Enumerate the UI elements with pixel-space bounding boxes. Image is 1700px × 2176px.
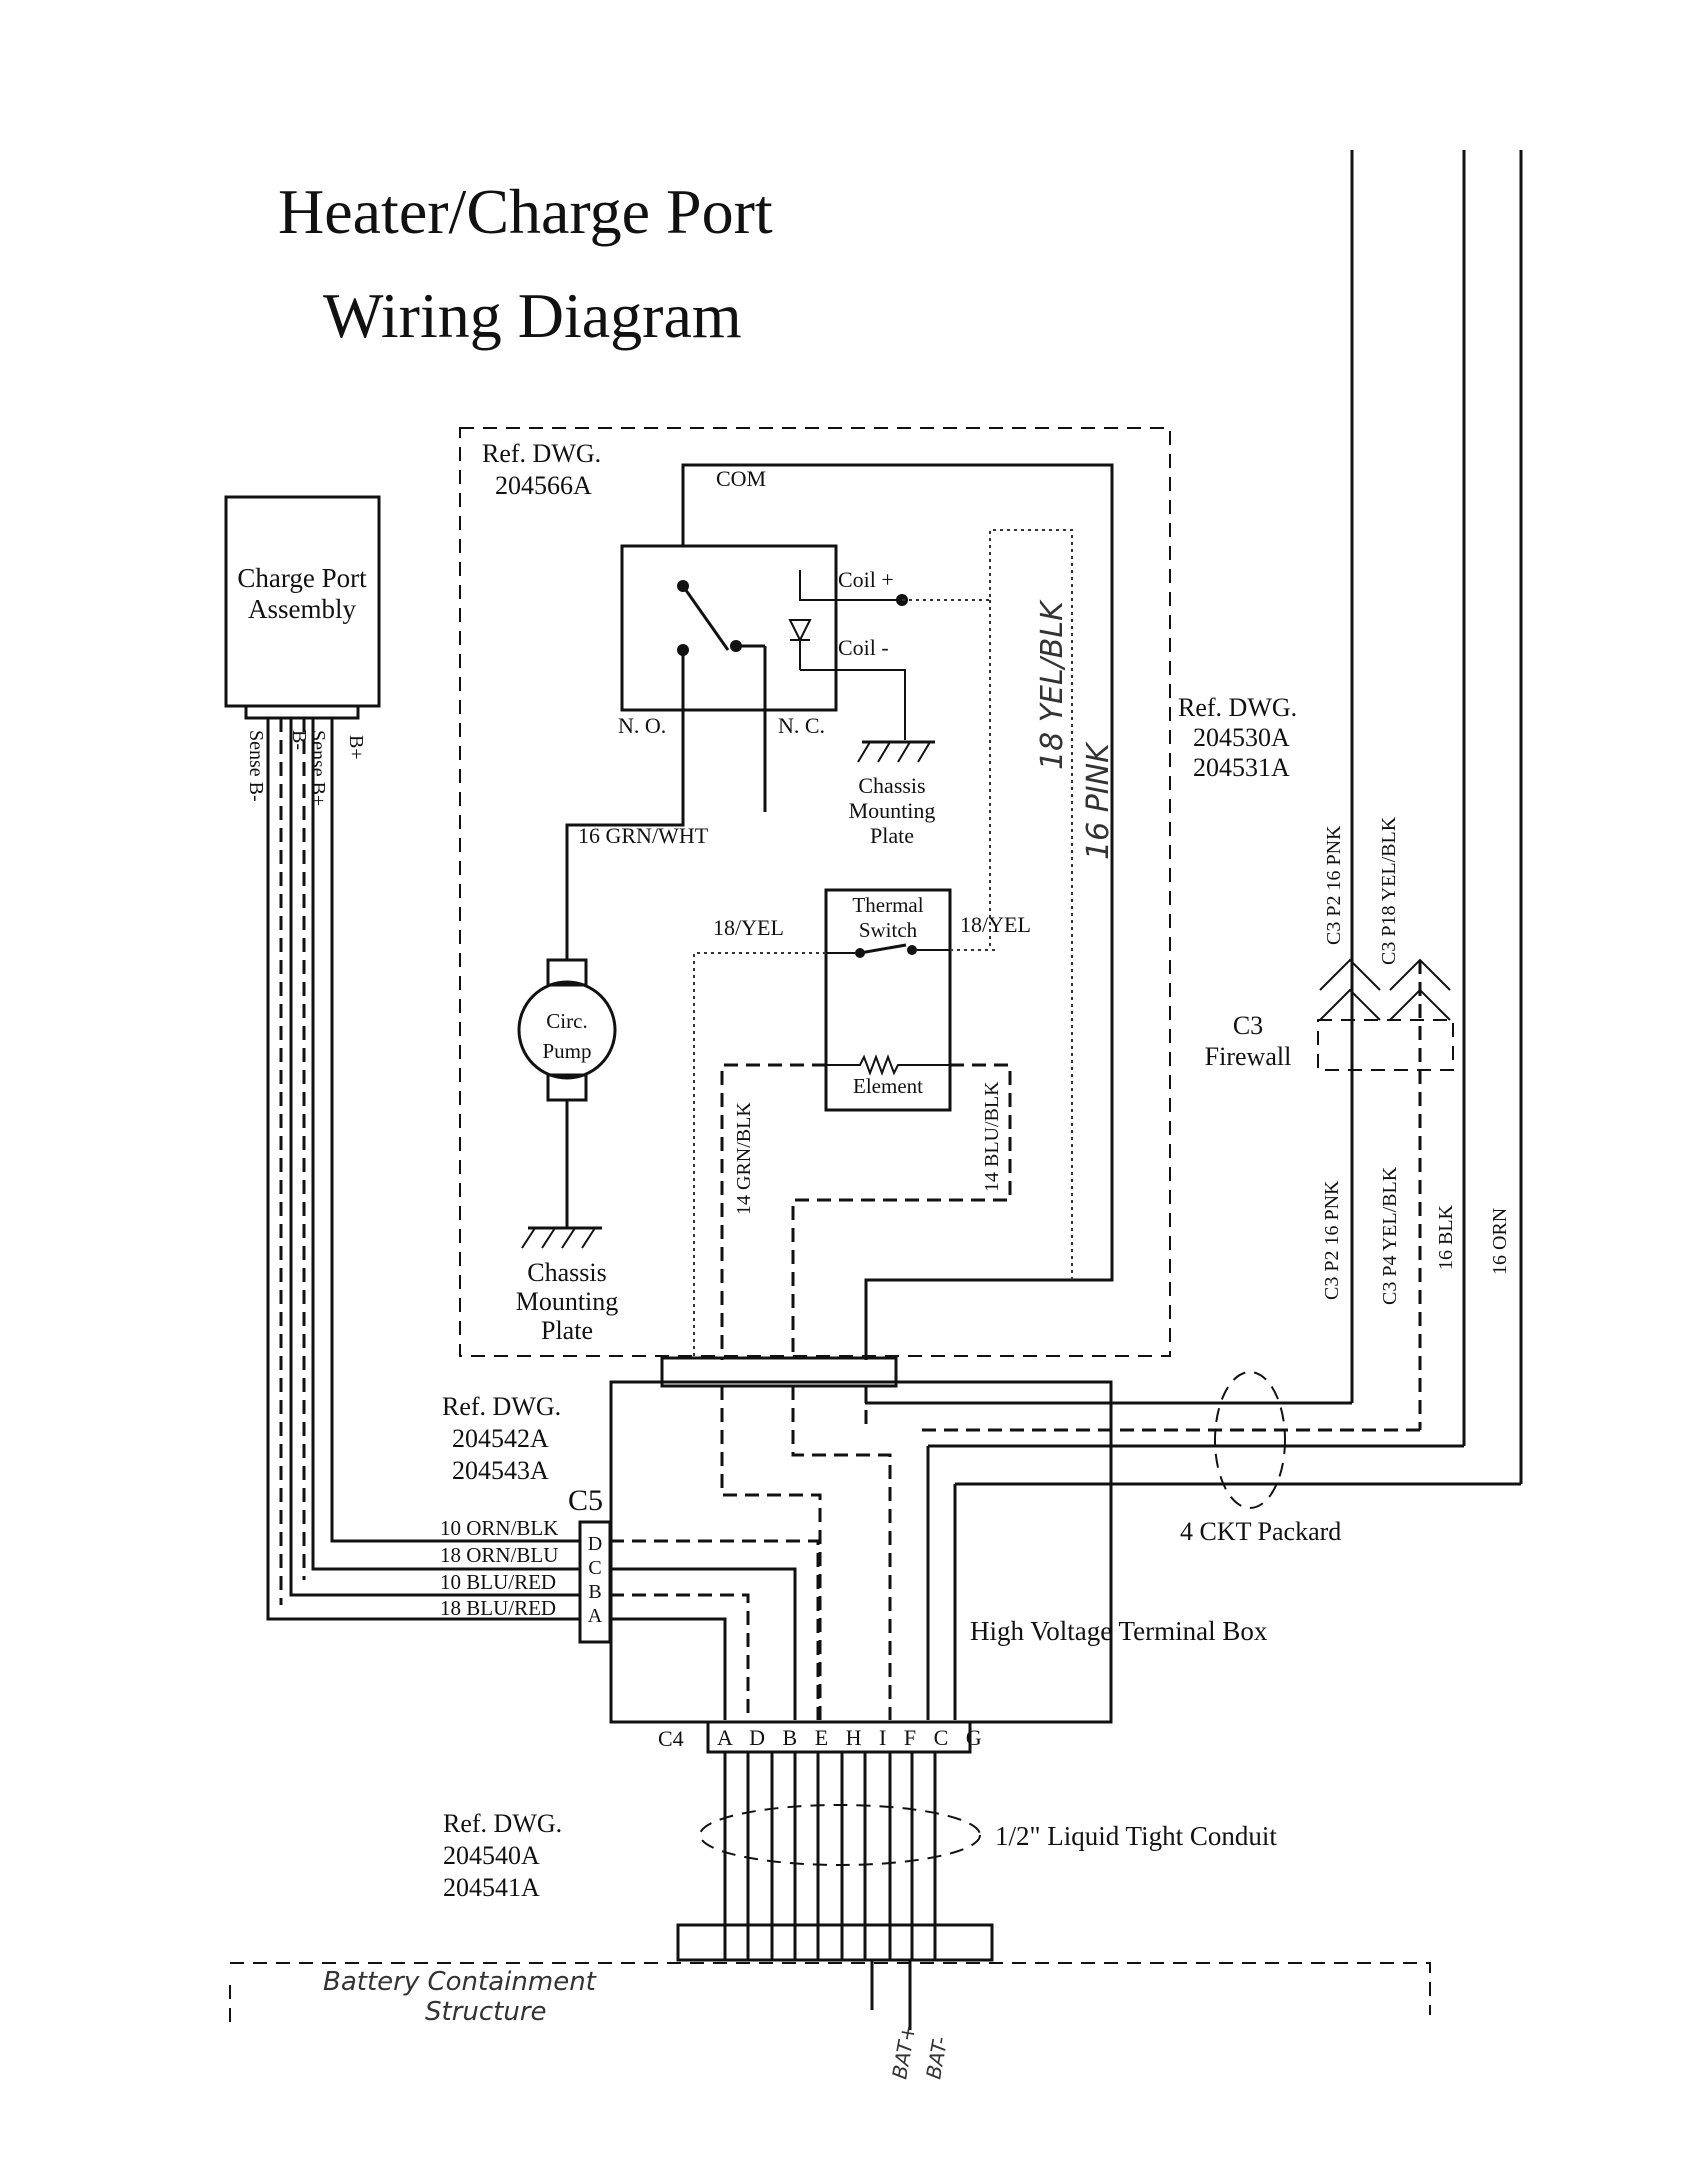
pin-label-sense-b-minus: Sense B-	[245, 730, 267, 802]
charge-port-label-2: Assembly	[248, 594, 357, 624]
chassis-ground-1: Chassis Mounting Plate	[849, 740, 936, 848]
hand-pink-label: 16 PINK	[1081, 741, 1116, 860]
ref-right-line-3: 204531A	[1193, 753, 1290, 782]
packard-connector	[1214, 1371, 1286, 1509]
hv-box-label: High Voltage Terminal Box	[970, 1616, 1268, 1646]
c5-label: C5	[568, 1484, 603, 1517]
c3-firewall-line-2: Firewall	[1205, 1042, 1292, 1071]
battery-hand-line-1: Battery Containment	[323, 1967, 597, 1997]
charge-port-wires	[266, 718, 580, 1621]
hand-yel-blk-label: 18 YEL/BLK	[1035, 599, 1070, 770]
c4-pins: A D B E H I F C G	[717, 1725, 988, 1750]
conduit-wires	[723, 1752, 937, 2030]
chassis-2-line-3: Plate	[541, 1316, 593, 1345]
chassis-2-line-1: Chassis	[527, 1258, 606, 1287]
grn-blk-label: 14 GRN/BLK	[733, 1102, 755, 1215]
c3-firewall-line-1: C3	[1233, 1011, 1263, 1040]
c3-lower-pnk-label: C3 P2 16 PNK	[1321, 1180, 1343, 1300]
chassis-ground-2: Chassis Mounting Plate	[516, 1226, 619, 1345]
yel-left-label: 18/YEL	[713, 915, 784, 940]
ref-hv-line-3: 204543A	[452, 1456, 549, 1485]
packard-label: 4 CKT Packard	[1180, 1517, 1341, 1546]
c3-lower-blk-label: 16 BLK	[1435, 1204, 1457, 1270]
yel-left-wire	[693, 952, 826, 1360]
relay-reference-boundary	[459, 427, 1171, 1357]
ref-relay-line-1: Ref. DWG.	[482, 439, 601, 468]
battery-boundary	[230, 1962, 1431, 2015]
thermal-label-2: Switch	[859, 918, 918, 942]
c3-firewall-connector	[1317, 1019, 1454, 1071]
chassis-1-line-1: Chassis	[858, 773, 925, 798]
thermal-label-1: Thermal	[852, 893, 923, 917]
circulation-pump: Circ. Pump	[517, 958, 617, 1228]
relay-com-label: COM	[716, 466, 766, 491]
charge-port-assembly: Charge Port Assembly Sense B- B- Sense B…	[224, 495, 381, 806]
c5-pin-d: D	[588, 1533, 602, 1555]
relay-no-label: N. O.	[618, 713, 666, 738]
charge-port-label-1: Charge Port	[237, 563, 367, 593]
coil-plus-wire	[902, 529, 1073, 1282]
c5-internal-wires	[610, 1539, 820, 1720]
c3-upper-yel-label: C3 P18 YEL/BLK	[1378, 816, 1400, 965]
pin-label-b-plus: B+	[345, 735, 367, 760]
ref-hv-line-1: Ref. DWG.	[442, 1392, 561, 1421]
chassis-2-line-2: Mounting	[516, 1287, 619, 1316]
chassis-1-line-3: Plate	[870, 823, 914, 848]
grn-blk-wire-upper	[720, 1063, 826, 1360]
c5-pin-b: B	[588, 1581, 601, 1603]
pump-label-2: Pump	[542, 1039, 591, 1063]
bat-minus-label: BAT-	[921, 2035, 952, 2081]
liquid-tight-conduit	[699, 1804, 981, 1866]
c3-lower-yel-label: C3 P4 YEL/BLK	[1379, 1166, 1401, 1305]
relay-coil-minus-label: Coil -	[838, 635, 889, 660]
yel-right-label: 18/YEL	[960, 912, 1031, 937]
chassis-1-line-2: Mounting	[849, 798, 936, 823]
c5-pin-a: A	[588, 1605, 603, 1627]
c3-upper-pnk-label: C3 P2 16 PNK	[1323, 825, 1345, 945]
ref-right-line-1: Ref. DWG.	[1178, 693, 1297, 722]
blu-blk-label: 14 BLU/BLK	[981, 1081, 1003, 1192]
relay: COM Coil + Coil - N. O. N. C.	[565, 463, 1114, 1360]
conduit-label: 1/2" Liquid Tight Conduit	[995, 1821, 1277, 1851]
wire-grn-wht-label: 16 GRN/WHT	[578, 823, 709, 848]
title-line-1: Heater/Charge Port	[278, 176, 773, 247]
c5-connector	[578, 1520, 612, 1644]
right-bus-lines	[865, 150, 1523, 1720]
ref-battery-line-3: 204541A	[443, 1873, 540, 1902]
battery-hand-line-2: Structure	[425, 1997, 547, 2027]
pump-label-1: Circ.	[546, 1009, 587, 1033]
relay-coil-plus-label: Coil +	[838, 567, 894, 592]
c3-lower-orn-label: 16 ORN	[1489, 1208, 1511, 1275]
pin-label-sense-b-plus: Sense B+	[307, 730, 329, 806]
ref-hv-line-2: 204542A	[452, 1424, 549, 1453]
title-line-2: Wiring Diagram	[323, 280, 742, 351]
c4-label: C4	[658, 1726, 684, 1751]
thermal-switch-element: Thermal Switch Element	[824, 888, 952, 1112]
c5-pin-c: C	[588, 1557, 601, 1579]
ref-battery-line-1: Ref. DWG.	[443, 1809, 562, 1838]
ref-battery-line-2: 204540A	[443, 1841, 540, 1870]
blu-blk-wire-upper	[791, 1063, 1012, 1360]
relay-nc-label: N. C.	[778, 713, 825, 738]
c5-wire-c: 18 ORN/BLU	[440, 1543, 558, 1567]
c5-wire-b: 10 BLU/RED	[440, 1570, 556, 1594]
bat-plus-label: BAT+	[887, 2023, 920, 2081]
c5-wire-d: 10 ORN/BLK	[440, 1516, 558, 1540]
element-label: Element	[853, 1074, 923, 1098]
ref-relay-line-2: 204566A	[495, 471, 592, 500]
c4-connector	[706, 1720, 972, 1754]
ref-right-line-2: 204530A	[1193, 723, 1290, 752]
battery-bulkhead	[676, 1923, 994, 1962]
c5-wire-a: 18 BLU/RED	[440, 1596, 556, 1620]
